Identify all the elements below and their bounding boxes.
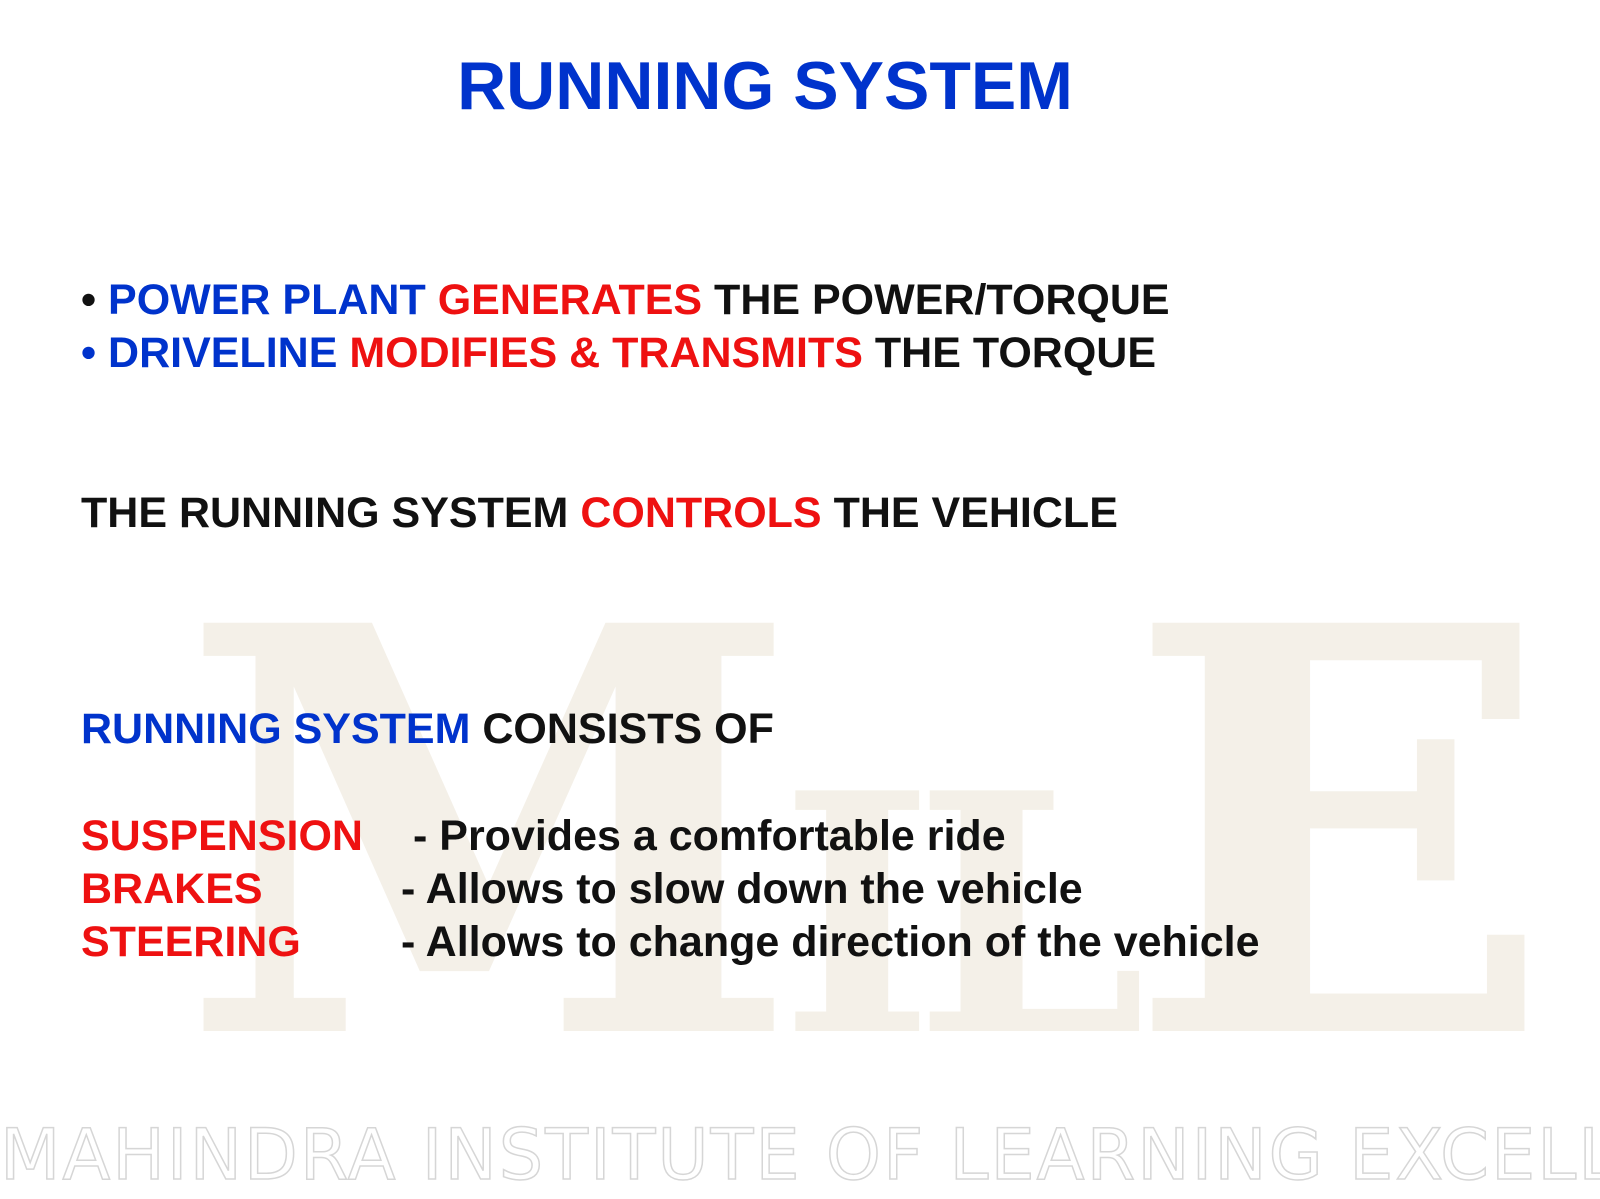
component-steering-label: STEERING [81, 918, 301, 966]
mile-watermark-logo: MILE [180, 506, 1553, 1164]
controls-statement: THE RUNNING SYSTEM CONTROLS THE VEHICLE [81, 492, 1118, 535]
component-suspension-description: - Provides a comfortable ride [413, 812, 1006, 860]
statement-suffix: THE VEHICLE [833, 489, 1118, 537]
slide-title: RUNNING SYSTEM [457, 48, 1073, 124]
component-brakes-label: BRAKES [81, 865, 263, 913]
bullet-rest: THE TORQUE [874, 329, 1157, 377]
bullet-driveline: • DRIVELINE MODIFIES & TRANSMITS THE TOR… [81, 332, 1156, 375]
component-brakes-description: - Allows to slow down the vehicle [401, 865, 1083, 913]
component-suspension-label: SUSPENSION [81, 812, 363, 860]
bullet-subject: POWER PLANT [108, 276, 426, 324]
component-steering-description: - Allows to change direction of the vehi… [401, 918, 1260, 966]
consists-rest: CONSISTS OF [482, 705, 774, 753]
consists-subject: RUNNING SYSTEM [81, 705, 471, 753]
statement-prefix: THE RUNNING SYSTEM [81, 489, 569, 537]
bullet-verb: GENERATES [437, 276, 703, 324]
bullet-marker: • [81, 276, 97, 324]
bullet-verb: MODIFIES & TRANSMITS [349, 329, 863, 377]
bullet-marker: • [81, 329, 97, 377]
footer-watermark: MAHINDRA INSTITUTE OF LEARNING EXCELLENC… [0, 1114, 1600, 1196]
bullet-rest: THE POWER/TORQUE [714, 276, 1170, 324]
bullet-subject: DRIVELINE [108, 329, 338, 377]
consists-heading: RUNNING SYSTEM CONSISTS OF [81, 708, 774, 751]
statement-verb: CONTROLS [580, 489, 822, 537]
bullet-power-plant: • POWER PLANT GENERATES THE POWER/TORQUE [81, 279, 1170, 322]
